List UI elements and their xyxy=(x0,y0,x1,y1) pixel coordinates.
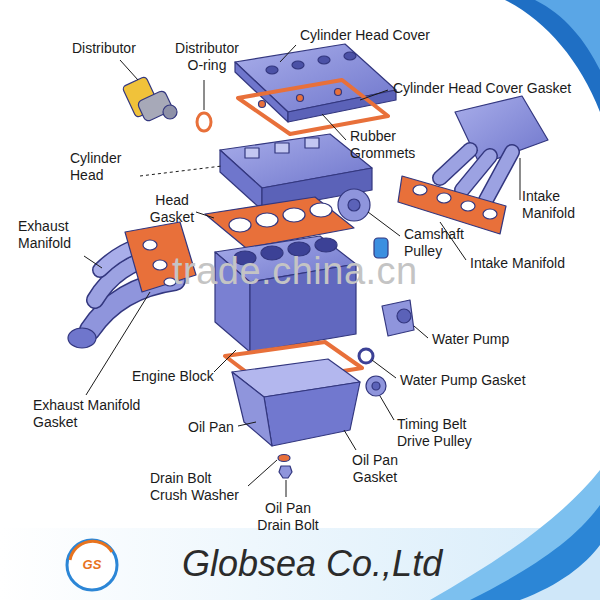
part-label: Drain Bolt Crush Washer xyxy=(150,470,247,504)
part-label: Intake Manifold xyxy=(470,255,565,272)
part-label: Cylinder Head xyxy=(70,150,136,184)
part-label: Intake Manifold xyxy=(522,188,586,222)
part-label: Oil Pan xyxy=(188,419,234,436)
part-label: Exhaust Manifold Gasket xyxy=(33,397,151,431)
part-label: Exhaust Manifold xyxy=(18,218,82,252)
part-label: Rubber Grommets xyxy=(350,128,424,162)
part-label: Distributor O-ring xyxy=(168,40,246,74)
part-label: Oil Pan Drain Bolt xyxy=(252,500,324,534)
part-label: Engine Block xyxy=(132,368,214,385)
company-name: Globsea Co.,Ltd xyxy=(182,543,442,585)
part-label: Distributor xyxy=(72,40,136,57)
part-label: Cylinder Head Cover Gasket xyxy=(393,80,571,97)
part-label: Timing Belt Drive Pulley xyxy=(397,416,493,450)
part-label: Cylinder Head Cover xyxy=(300,27,430,44)
part-label: Water Pump xyxy=(432,331,509,348)
part-label: Oil Pan Gasket xyxy=(342,452,408,486)
watermark: trade.china.cn xyxy=(172,250,418,292)
part-label: Head Gasket xyxy=(142,192,202,226)
logo-text: GS xyxy=(77,557,107,572)
part-label: Water Pump Gasket xyxy=(400,372,526,389)
